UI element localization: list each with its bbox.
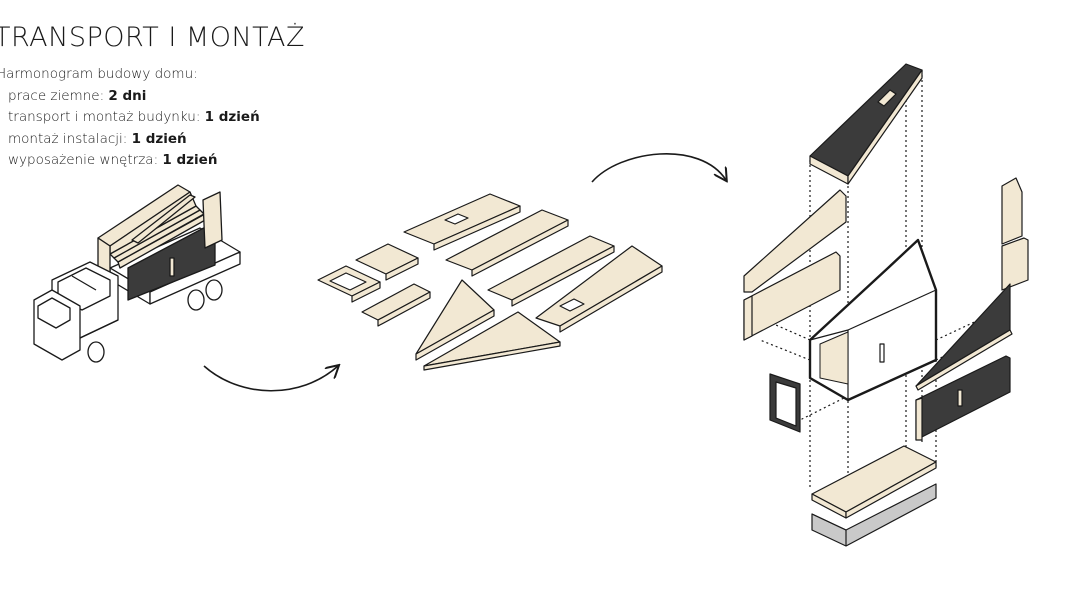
schedule-item-interior: wyposażenie wnętrza: 1 dzień: [0, 150, 260, 172]
truck-wheel: [187, 289, 205, 311]
wall-panel-right-dark: [915, 355, 1011, 441]
panel-small-square: [355, 243, 419, 275]
wall-panel-right-small: [1001, 237, 1029, 291]
house-door: [879, 343, 885, 363]
arrow-panels-to-house: [591, 153, 726, 182]
schedule-item-value: 1 dzień: [131, 130, 187, 147]
schedule-item-earthworks: prace ziemne: 2 dni: [0, 86, 260, 108]
schedule-item-label: prace ziemne:: [8, 87, 105, 104]
truck-wheel: [205, 279, 223, 301]
schedule-item-value: 1 dzień: [204, 109, 260, 125]
schedule-item-transport: transport i montaż budynku: 1 dzień: [0, 107, 260, 129]
schedule-item-label: transport i montaż budynku:: [8, 109, 201, 125]
schedule-item-label: montaż instalacji:: [8, 130, 128, 147]
schedule-item-label: wyposażenie wnętrza:: [8, 152, 159, 168]
schedule-item-installations: montaż instalacji: 1 dzień: [0, 129, 260, 151]
schedule-item-value: 1 dzień: [162, 152, 218, 168]
schedule-item-value: 2 dni: [108, 87, 147, 104]
wall-panel-left-top: [743, 189, 847, 293]
arrow-truck-to-panels: [203, 366, 338, 392]
page-title: TRANSPORT I MONTAŻ: [0, 22, 306, 53]
gable-panel-right: [1001, 177, 1023, 245]
truck-wheel: [87, 341, 105, 363]
schedule-heading: Harmonogram budowy domu:: [0, 66, 198, 82]
truck-panel-window: [169, 257, 175, 277]
exploded-house-illustration: [743, 63, 1029, 547]
truck-illustration: [33, 184, 241, 363]
schedule-list: Harmonogram budowy domu: prace ziemne: 2…: [0, 64, 260, 172]
flat-panels-illustration: [317, 193, 663, 371]
